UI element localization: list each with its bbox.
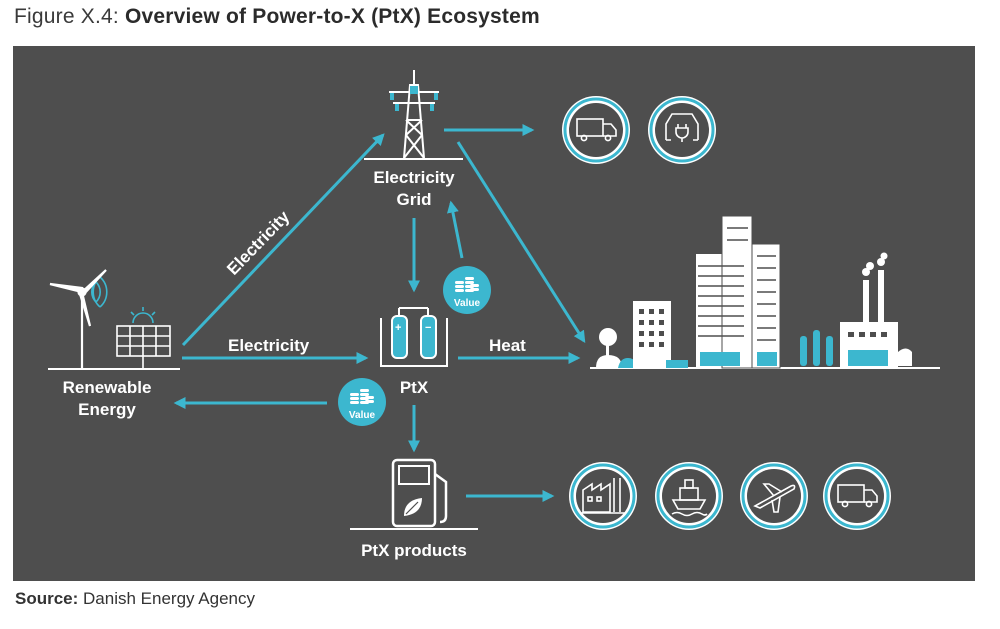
factory-complex-icon: [800, 252, 912, 368]
grid-label-line2: Grid: [397, 190, 432, 209]
fuel-pump-icon: [391, 458, 448, 528]
value-badge-renewable-label: Value: [349, 410, 376, 421]
ptx-node: + − PtX: [380, 307, 448, 397]
svg-text:+: +: [395, 322, 401, 334]
factory-icon: [580, 478, 626, 514]
grid-output-electric-car: [648, 96, 716, 164]
value-badge-grid: Value: [443, 266, 491, 314]
airplane-icon: [753, 483, 796, 513]
grid-label-line1: Electricity: [373, 168, 455, 187]
value-badge-renewable: Value: [338, 378, 386, 426]
pylon-icon: [364, 70, 463, 160]
flow-arrows: [173, 124, 586, 502]
electrolyser-icon: + −: [380, 307, 448, 367]
label-electricity-horizontal: Electricity: [228, 336, 310, 355]
label-heat: Heat: [489, 336, 526, 355]
pylon-insulators: [390, 86, 438, 111]
product-output-transport: [823, 462, 891, 530]
source-note: Source: Danish Energy Agency: [15, 589, 255, 609]
value-badge-grid-label: Value: [454, 298, 481, 309]
electric-car-icon: [665, 113, 699, 142]
city-node: [590, 215, 940, 369]
product-output-shipping: [655, 462, 723, 530]
electricity-grid-node: Electricity Grid: [364, 70, 463, 209]
grid-output-truck: [562, 96, 630, 164]
skyscraper-icon: [666, 215, 781, 369]
ptx-products-label: PtX products: [361, 541, 467, 560]
ship-icon: [671, 479, 708, 517]
building-small-icon: [633, 301, 671, 368]
product-output-industry: [569, 462, 637, 530]
diagram-panel: [13, 46, 975, 581]
label-electricity-diagonal: Electricity: [223, 207, 293, 279]
renewable-label-line1: Renewable: [63, 378, 152, 397]
source-label: Source:: [15, 589, 79, 608]
arrow-renewable-to-grid: [181, 133, 385, 347]
coins-icon: [350, 389, 374, 404]
product-output-aviation: [740, 462, 808, 530]
arrow-ptx-to-grid: [446, 200, 464, 259]
truck-icon: [837, 484, 878, 508]
source-value: Danish Energy Agency: [78, 589, 256, 608]
coins-icon: [455, 277, 479, 292]
arrow-grid-to-city: [456, 141, 586, 344]
svg-text:−: −: [425, 322, 431, 334]
figure-title: Figure X.4: Overview of Power-to-X (PtX)…: [14, 5, 540, 29]
figure-title-text: Overview of Power-to-X (PtX) Ecosystem: [124, 5, 540, 28]
renewable-energy-node: Renewable Energy: [48, 269, 180, 419]
figure-title-prefix: Figure X.4:: [14, 5, 125, 28]
ptx-products-node: PtX products: [350, 458, 478, 560]
renewable-label-line2: Energy: [78, 400, 136, 419]
tree-icon: [596, 328, 638, 368]
ptx-label: PtX: [400, 378, 429, 397]
truck-icon: [576, 118, 617, 142]
wind-turbine-body: [49, 269, 107, 368]
solar-panel-icon: [116, 307, 171, 368]
